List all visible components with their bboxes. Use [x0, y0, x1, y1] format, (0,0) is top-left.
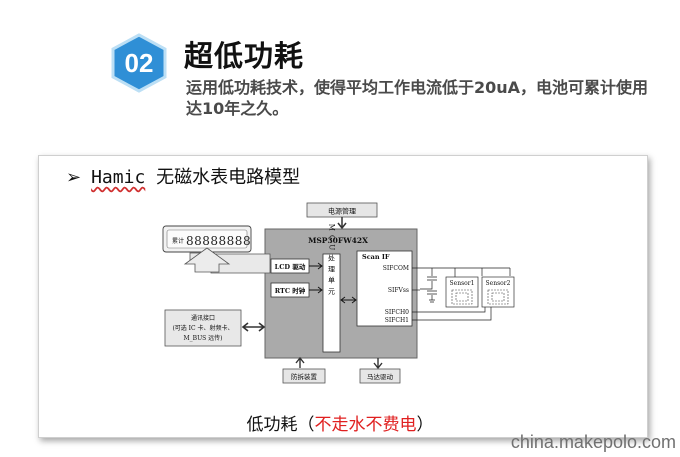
comm-arrow	[241, 322, 266, 332]
watermark: china.makepolo.com	[510, 432, 676, 452]
cpu-unit-box	[322, 253, 341, 353]
scan-if-label: Scan IF	[362, 253, 390, 261]
comm-interface-box	[164, 309, 242, 347]
motor-drive-label: 马达驱动	[367, 372, 394, 381]
sifvss-label: SIFVss	[388, 287, 409, 294]
caption-highlight: 不走水不费电	[314, 415, 417, 435]
sensor1-coil	[451, 289, 473, 305]
sensor1-box	[445, 276, 479, 308]
diagram-heading-text: 无磁水表电路模型	[145, 167, 301, 188]
rtc-to-cpu-arrow	[309, 286, 323, 294]
lcd-driver-label: LCD 驱动	[275, 262, 306, 271]
anti-tamper-arrow	[295, 356, 305, 368]
anti-tamper-label: 防拆装置	[291, 372, 318, 381]
display-arrow-head	[183, 247, 231, 273]
scan-if-box	[356, 250, 413, 327]
cpu-unit-label: MCU处理单元	[328, 224, 336, 298]
caption-prefix: 低功耗（	[246, 415, 315, 435]
diagram-heading: ➢ Hamic 无磁水表电路模型	[66, 163, 300, 189]
caption-suffix: ）	[416, 415, 434, 435]
anti-tamper-box	[282, 368, 326, 384]
diagram-caption: 低功耗（不走水不费电）	[0, 410, 680, 435]
sifcom-label: SIFCOM	[383, 265, 409, 272]
sensor2-box	[481, 276, 515, 308]
comm-line2: (可选 IC 卡、射频卡、	[172, 324, 233, 332]
section-title: 超低功耗	[184, 39, 305, 73]
sensor1-label: Sensor1	[450, 280, 475, 287]
sensor-wiring	[412, 267, 511, 321]
cpu-scan-arrow	[340, 296, 357, 304]
sensor2-coil	[487, 289, 509, 305]
comm-line3: M_BUS 远传)	[184, 334, 223, 342]
motor-drive-box	[359, 368, 401, 384]
display-prefix: 累计	[172, 237, 184, 245]
display-digits: 88888888	[186, 234, 251, 248]
power-arrow	[337, 217, 347, 230]
section-subtitle: 运用低功耗技术，使得平均工作电流低于20uA，电池可累计使用达10年之久。	[186, 78, 649, 118]
rtc-label: RTC 时钟	[275, 286, 306, 295]
sifch0-label: SIFCH0	[385, 309, 409, 316]
mcu-model-label: MSP30FW42X	[308, 236, 368, 245]
brand-name: Hamic	[91, 167, 146, 188]
lcd-to-cpu-arrow	[309, 262, 323, 270]
sifch1-label: SIFCH1	[385, 317, 409, 324]
sensor2-label: Sensor2	[486, 280, 511, 287]
hexagon-badge-icon	[111, 33, 167, 93]
bullet-icon: ➢	[66, 167, 82, 188]
comm-line1: 通讯接口	[191, 314, 215, 322]
power-management-label: 电源管理	[328, 207, 356, 216]
motor-arrow	[373, 358, 383, 370]
section-number: 02	[124, 47, 154, 78]
